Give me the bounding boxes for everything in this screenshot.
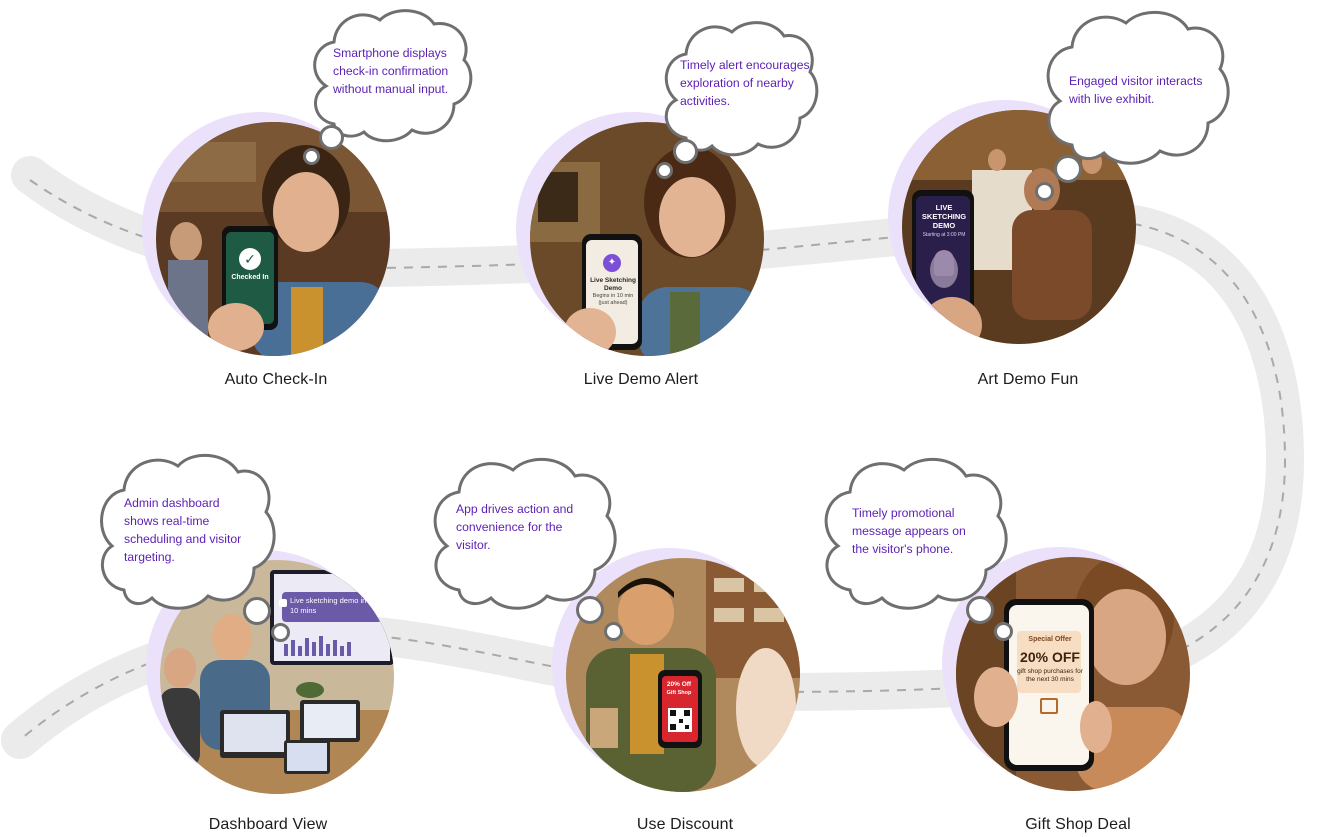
thought-text: Engaged visitor interacts with live exhi… (1069, 72, 1229, 108)
thought-text: Timely promotional message appears on th… (852, 504, 1002, 558)
bell-icon: ✦ (603, 254, 621, 272)
thought-line: targeting. (124, 550, 175, 564)
thought-bubble-large (319, 125, 344, 150)
thought-cloud-auto-check-in: Smartphone displays check-in confirmatio… (304, 4, 476, 146)
thought-cloud-gift-shop-deal: Timely promotional message appears on th… (816, 452, 1012, 618)
photo-scene (956, 557, 1190, 791)
photo-auto-check-in (156, 122, 390, 356)
thought-line: Engaged visitor interacts (1069, 74, 1203, 88)
dashboard-icon (279, 599, 287, 607)
phone-kicker-special-offer: Special Offer (1028, 636, 1072, 643)
phone-subtitle-gift-shop: Gift Shop (666, 690, 692, 696)
cloud-outline (313, 9, 473, 143)
thought-text: App drives action and convenience for th… (456, 500, 612, 554)
phone-screen (226, 232, 274, 324)
thought-line: Timely promotional (852, 506, 955, 520)
thought-line: shows real-time (124, 514, 210, 528)
thought-line: visitor. (456, 538, 491, 552)
thought-bubble-large (966, 596, 994, 624)
photo-gift-shop-deal (956, 557, 1190, 791)
thought-line: exploration of nearby (680, 76, 794, 90)
path-dashes (19, 179, 1287, 741)
thought-text: Smartphone displays check-in confirmatio… (333, 44, 469, 98)
thought-line: message appears on (852, 524, 966, 538)
thought-cloud-use-discount: App drives action and convenience for th… (425, 452, 621, 618)
thought-bubble-small (303, 148, 320, 165)
thought-line: App drives action and (456, 502, 574, 516)
phone-title-live-sketching: Live Sketching Demo (590, 277, 636, 292)
step-label-live-demo-alert: Live Demo Alert (583, 371, 699, 388)
thought-bubble-small (604, 622, 623, 641)
thought-line: without manual input. (333, 82, 449, 96)
step-label-art-demo-fun: Art Demo Fun (977, 371, 1079, 388)
thought-line: scheduling and visitor (124, 532, 242, 546)
photo-scene (156, 122, 390, 356)
thought-line: check-in confirmation (333, 64, 449, 78)
thought-line: Timely alert encourages (680, 58, 810, 72)
thought-bubble-small (656, 162, 673, 179)
bust-icon (934, 250, 954, 276)
thought-line: convenience for the (456, 520, 563, 534)
shop-icon (1040, 698, 1058, 714)
thought-line: Smartphone displays (333, 46, 447, 60)
thought-line: activities. (680, 94, 731, 108)
step-label-dashboard-view: Dashboard View (208, 816, 328, 833)
photo-scene (530, 122, 764, 356)
phone-title-checked-in: Checked In (231, 274, 269, 281)
thought-line: the visitor's phone. (852, 542, 954, 556)
thought-line: Admin dashboard (124, 496, 220, 510)
step-label-gift-shop-deal: Gift Shop Deal (1025, 816, 1131, 833)
thought-bubble-large (576, 596, 604, 624)
thought-text: Admin dashboard shows real-time scheduli… (124, 494, 274, 566)
thought-cloud-live-demo-alert: Timely alert encourages exploration of n… (658, 16, 820, 160)
check-circle-icon: ✓ (239, 248, 261, 270)
thought-line: with live exhibit. (1069, 92, 1155, 106)
thought-cloud-art-demo-fun: Engaged visitor interacts with live exhi… (1038, 5, 1234, 173)
photo-live-demo-alert (530, 122, 764, 356)
cloud-outline (433, 457, 617, 610)
thought-bubble-large (243, 597, 271, 625)
phone-subtitle-begins: Begins in 10 min (just ahead) (592, 293, 634, 306)
phone-title-20-off-deal: 20% OFF (1020, 649, 1080, 665)
thought-bubble-small (994, 622, 1013, 641)
cloud-outline (100, 453, 276, 610)
phone-subtitle-starting: Starting at 3:00 PM (922, 232, 966, 238)
cloud-outline (824, 457, 1008, 610)
step-label-auto-check-in: Auto Check-In (224, 371, 328, 388)
thought-text: Timely alert encourages exploration of n… (680, 56, 820, 110)
cloud-outline (1046, 10, 1230, 165)
cloud-outline (664, 21, 819, 157)
thought-bubble-large (1054, 155, 1082, 183)
phone-title-live-sketching-demo: LIVE SKETCHING DEMO (921, 203, 967, 230)
thought-bubble-small (271, 623, 290, 642)
thought-bubble-small (1035, 182, 1054, 201)
phone-title-20-off: 20% Off (666, 681, 692, 688)
step-label-use-discount: Use Discount (636, 816, 734, 833)
dashboard-alert-title: Live sketching demo in 10 mins (290, 596, 367, 615)
phone-subtitle-purchases: gift shop purchases for the next 30 mins (1017, 668, 1083, 683)
thought-cloud-dashboard-view: Admin dashboard shows real-time scheduli… (92, 448, 280, 618)
thought-bubble-large (673, 139, 698, 164)
